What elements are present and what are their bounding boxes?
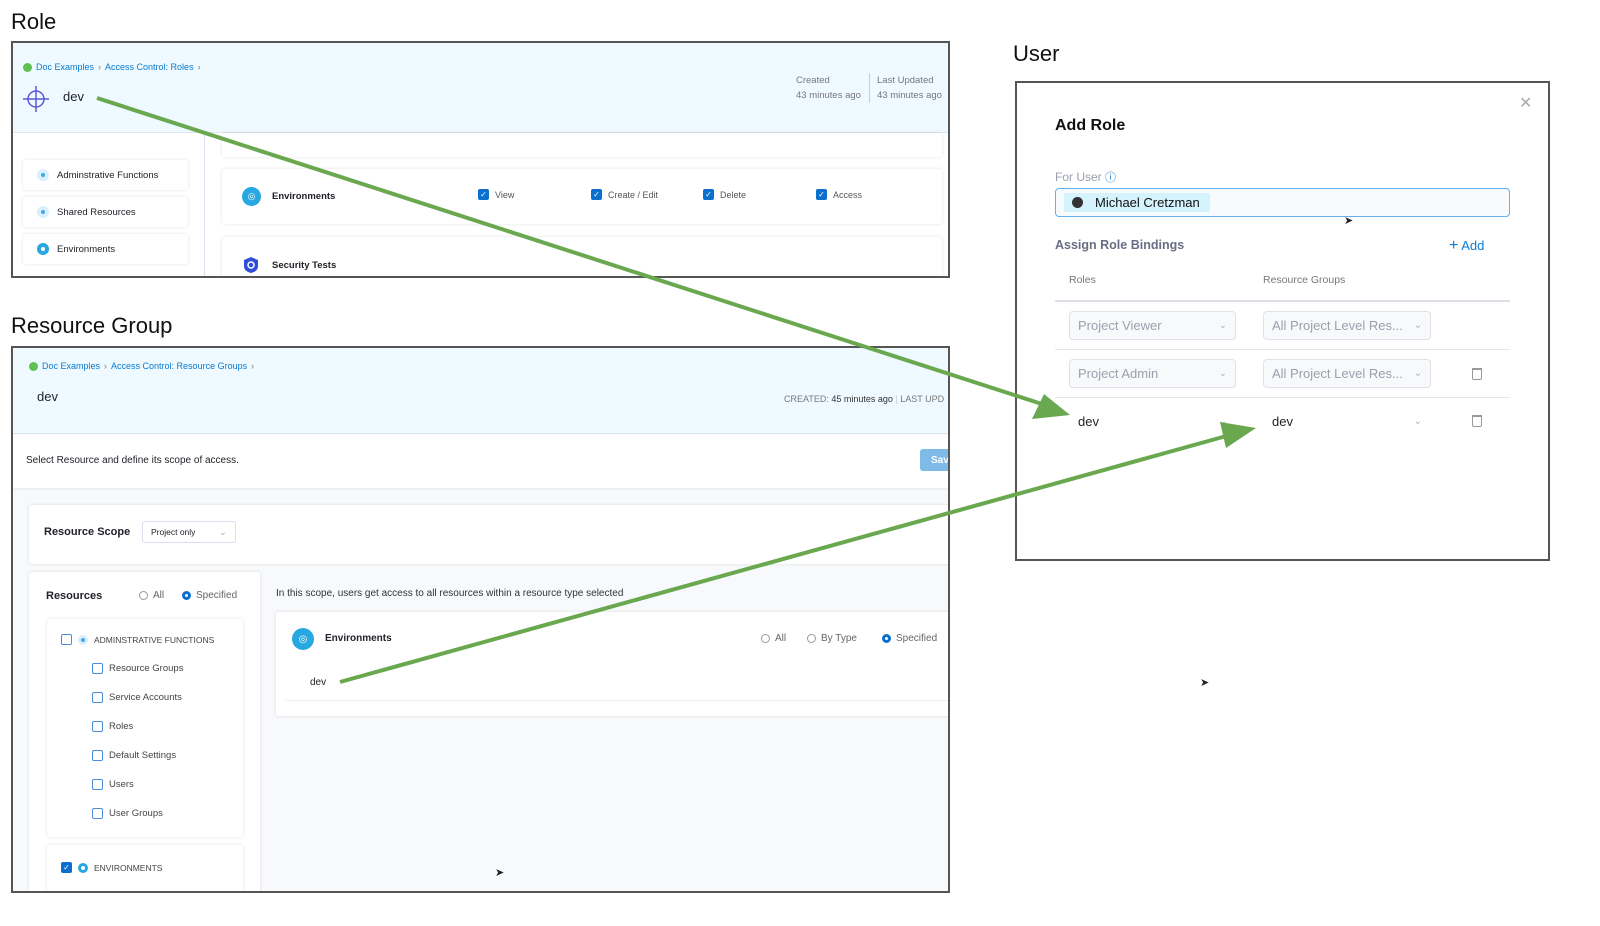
save-button[interactable]: Sav xyxy=(920,449,948,471)
resource-group-select-dev[interactable]: dev⌄ xyxy=(1263,407,1431,436)
role-title: dev xyxy=(63,89,84,104)
perm-delete[interactable]: ✓Delete xyxy=(703,189,746,200)
resource-scope-card: Resource Scope Project only⌄ xyxy=(29,505,948,564)
project-icon xyxy=(23,62,32,72)
env-permission-card: ◎ Environments ✓View ✓Create / Edit ✓Del… xyxy=(222,169,942,224)
breadcrumb: Doc Examples› Access Control: Roles› xyxy=(23,62,201,72)
nav-environments[interactable]: Environments xyxy=(23,234,188,264)
chevron-down-icon: ⌄ xyxy=(218,527,227,538)
role-section-label: Role xyxy=(11,9,57,34)
mouse-cursor-icon: ➤ xyxy=(495,867,505,879)
divider xyxy=(286,700,948,701)
scope-note: In this scope, users get access to all r… xyxy=(276,588,624,599)
environment-icon: ◎ xyxy=(292,628,314,650)
shield-icon xyxy=(244,257,258,273)
divider xyxy=(1055,397,1510,398)
divider xyxy=(1055,300,1510,302)
environment-icon: ◎ xyxy=(242,187,261,206)
admin-functions-group: ADMINSTRATIVE FUNCTIONS Resource Groups … xyxy=(47,619,243,837)
trash-icon[interactable] xyxy=(1472,415,1482,427)
role-panel: Doc Examples› Access Control: Roles› dev… xyxy=(11,41,950,278)
rg-title: dev xyxy=(37,389,58,404)
info-icon: ⓘ xyxy=(1105,172,1117,184)
breadcrumb-link[interactable]: Doc Examples xyxy=(42,361,101,371)
user-chip[interactable]: Michael Cretzman xyxy=(1064,193,1210,212)
scope-label: Resource Scope xyxy=(44,526,131,538)
card-title: Environments xyxy=(325,633,392,644)
env-item-dev: dev xyxy=(310,677,327,688)
project-icon xyxy=(29,361,38,371)
perm-view[interactable]: ✓View xyxy=(478,189,514,200)
col-roles: Roles xyxy=(1069,274,1096,286)
breadcrumb-link[interactable]: Doc Examples xyxy=(36,62,95,72)
instruction-bar: Select Resource and define its scope of … xyxy=(13,434,948,488)
role-select[interactable]: Project Admin⌄ xyxy=(1069,359,1236,388)
resources-panel: Resources All Specified ADMINSTRATIVE FU… xyxy=(29,572,260,891)
radio-all[interactable]: All xyxy=(139,590,164,601)
modal-title: Add Role xyxy=(1055,117,1126,134)
close-icon[interactable]: ✕ xyxy=(1519,95,1533,112)
bindings-label: Assign Role Bindings xyxy=(1055,238,1185,252)
add-role-modal: ✕ Add Role For User ⓘ Michael Cretzman ➤… xyxy=(1015,81,1550,561)
environments-group: ✓ENVIRONMENTS xyxy=(47,845,243,891)
plus-icon: + xyxy=(1449,237,1459,254)
environments-checkbox[interactable]: ✓ENVIRONMENTS xyxy=(61,862,162,873)
rg-header: Doc Examples› Access Control: Resource G… xyxy=(13,348,948,434)
resources-label: Resources xyxy=(46,590,103,602)
previous-card xyxy=(222,133,942,157)
created-info: CREATED: 45 minutes ago | LAST UPD xyxy=(784,394,945,404)
admin-functions-checkbox[interactable]: ADMINSTRATIVE FUNCTIONS xyxy=(61,634,214,645)
security-tests-card: Security Tests xyxy=(222,237,942,276)
col-resource-groups: Resource Groups xyxy=(1263,274,1346,286)
res-users[interactable]: Users xyxy=(92,779,134,790)
role-select[interactable]: Project Viewer⌄ xyxy=(1069,311,1236,340)
instruction-text: Select Resource and define its scope of … xyxy=(26,455,239,466)
res-resource-groups[interactable]: Resource Groups xyxy=(92,663,183,674)
role-select-dev[interactable]: dev⌄ xyxy=(1069,407,1236,436)
perm-create-edit[interactable]: ✓Create / Edit xyxy=(591,189,658,200)
resource-group-select[interactable]: All Project Level Res...⌄ xyxy=(1263,359,1431,388)
rg-env-card: ◎ Environments All By Type Specified dev xyxy=(276,612,948,716)
crosshair-icon xyxy=(23,86,49,112)
env-radio-all[interactable]: All xyxy=(761,633,786,644)
avatar xyxy=(1072,197,1083,208)
add-binding-button[interactable]: + Add xyxy=(1449,237,1485,254)
mouse-cursor-icon: ➤ xyxy=(1344,215,1354,227)
nav-administrative-functions[interactable]: Adminstrative Functions xyxy=(23,160,188,190)
card-title: Security Tests xyxy=(272,260,337,271)
resource-group-select[interactable]: All Project Level Res...⌄ xyxy=(1263,311,1431,340)
trash-icon[interactable] xyxy=(1472,368,1482,380)
env-radio-by-type[interactable]: By Type xyxy=(807,633,857,644)
role-header: Doc Examples› Access Control: Roles› dev… xyxy=(13,43,948,133)
perm-access[interactable]: ✓Access xyxy=(816,189,862,200)
user-section-label: User xyxy=(1013,41,1060,66)
card-title: Environments xyxy=(272,191,336,202)
breadcrumb: Doc Examples› Access Control: Resource G… xyxy=(29,361,254,371)
res-user-groups[interactable]: User Groups xyxy=(92,808,163,819)
res-service-accounts[interactable]: Service Accounts xyxy=(92,692,182,703)
nav-shared-resources[interactable]: Shared Resources xyxy=(23,197,188,227)
divider xyxy=(1055,349,1510,350)
breadcrumb-link[interactable]: Access Control: Resource Groups xyxy=(111,361,248,371)
scope-select[interactable]: Project only⌄ xyxy=(142,521,236,543)
mouse-cursor-icon: ➤ xyxy=(1200,677,1210,689)
resource-group-section-label: Resource Group xyxy=(11,313,173,338)
resource-group-panel: Doc Examples› Access Control: Resource G… xyxy=(11,346,950,893)
res-default-settings[interactable]: Default Settings xyxy=(92,750,176,761)
user-select-input[interactable]: Michael Cretzman xyxy=(1055,188,1510,217)
radio-specified[interactable]: Specified xyxy=(182,590,237,601)
res-roles[interactable]: Roles xyxy=(92,721,133,732)
breadcrumb-link[interactable]: Access Control: Roles xyxy=(105,62,194,72)
env-radio-specified[interactable]: Specified xyxy=(882,633,937,644)
for-user-label: For User ⓘ xyxy=(1055,170,1117,184)
divider xyxy=(204,133,205,276)
